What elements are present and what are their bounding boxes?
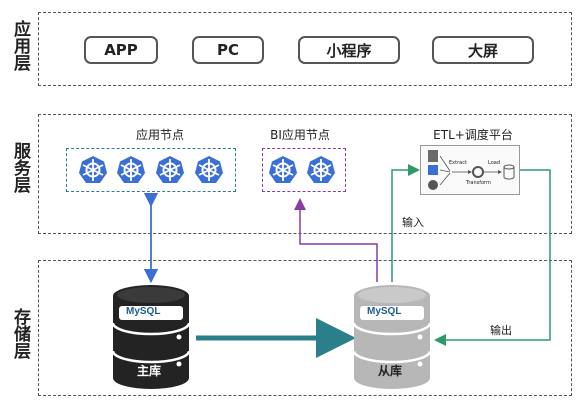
storage-layer-box xyxy=(38,260,572,396)
kubernetes-icon xyxy=(269,156,297,183)
kubernetes-icon xyxy=(195,156,223,183)
app-layer-box xyxy=(38,12,572,86)
bi-node-title: BI应用节点 xyxy=(270,128,330,142)
kubernetes-icon xyxy=(156,156,184,183)
layer-label-storage: 存储层 xyxy=(10,308,30,364)
app-item-miniprogram[interactable]: 小程序 xyxy=(298,36,400,64)
layer-label-storage-text: 存储层 xyxy=(10,308,30,359)
master-mysql-logo: MySQL xyxy=(126,306,161,317)
etl-load-label: Load xyxy=(488,160,500,166)
layer-label-app-text: 应用层 xyxy=(10,20,30,71)
slave-bi-connector xyxy=(294,198,378,282)
etl-slave-output-connector xyxy=(434,169,551,346)
slave-mysql-logo: MySQL xyxy=(367,306,402,317)
etl-extract-label: Extract xyxy=(449,160,467,166)
bi-node-box xyxy=(262,148,346,192)
app-item-pc[interactable]: PC xyxy=(192,36,264,64)
output-label: 输出 xyxy=(490,324,512,337)
etl-title: ETL+调度平台 xyxy=(433,128,513,142)
app-item-app[interactable]: APP xyxy=(84,36,158,64)
app-item-bigscreen[interactable]: 大屏 xyxy=(432,36,534,64)
slave-db-label: 从库 xyxy=(378,364,403,378)
etl-transform-label: Transform xyxy=(466,180,491,186)
app-node-box xyxy=(66,148,236,192)
kubernetes-icon xyxy=(307,156,335,183)
layer-label-service: 服务层 xyxy=(10,142,30,198)
kubernetes-icon xyxy=(117,156,145,183)
layer-label-service-text: 服务层 xyxy=(10,142,30,193)
slave-etl-input-connector xyxy=(391,164,420,282)
kubernetes-icon xyxy=(79,156,107,183)
layer-label-app: 应用层 xyxy=(10,20,30,76)
input-label: 输入 xyxy=(402,216,424,229)
master-db-label: 主库 xyxy=(137,364,162,378)
app-node-title: 应用节点 xyxy=(135,128,184,142)
service-layer-box xyxy=(38,114,572,234)
